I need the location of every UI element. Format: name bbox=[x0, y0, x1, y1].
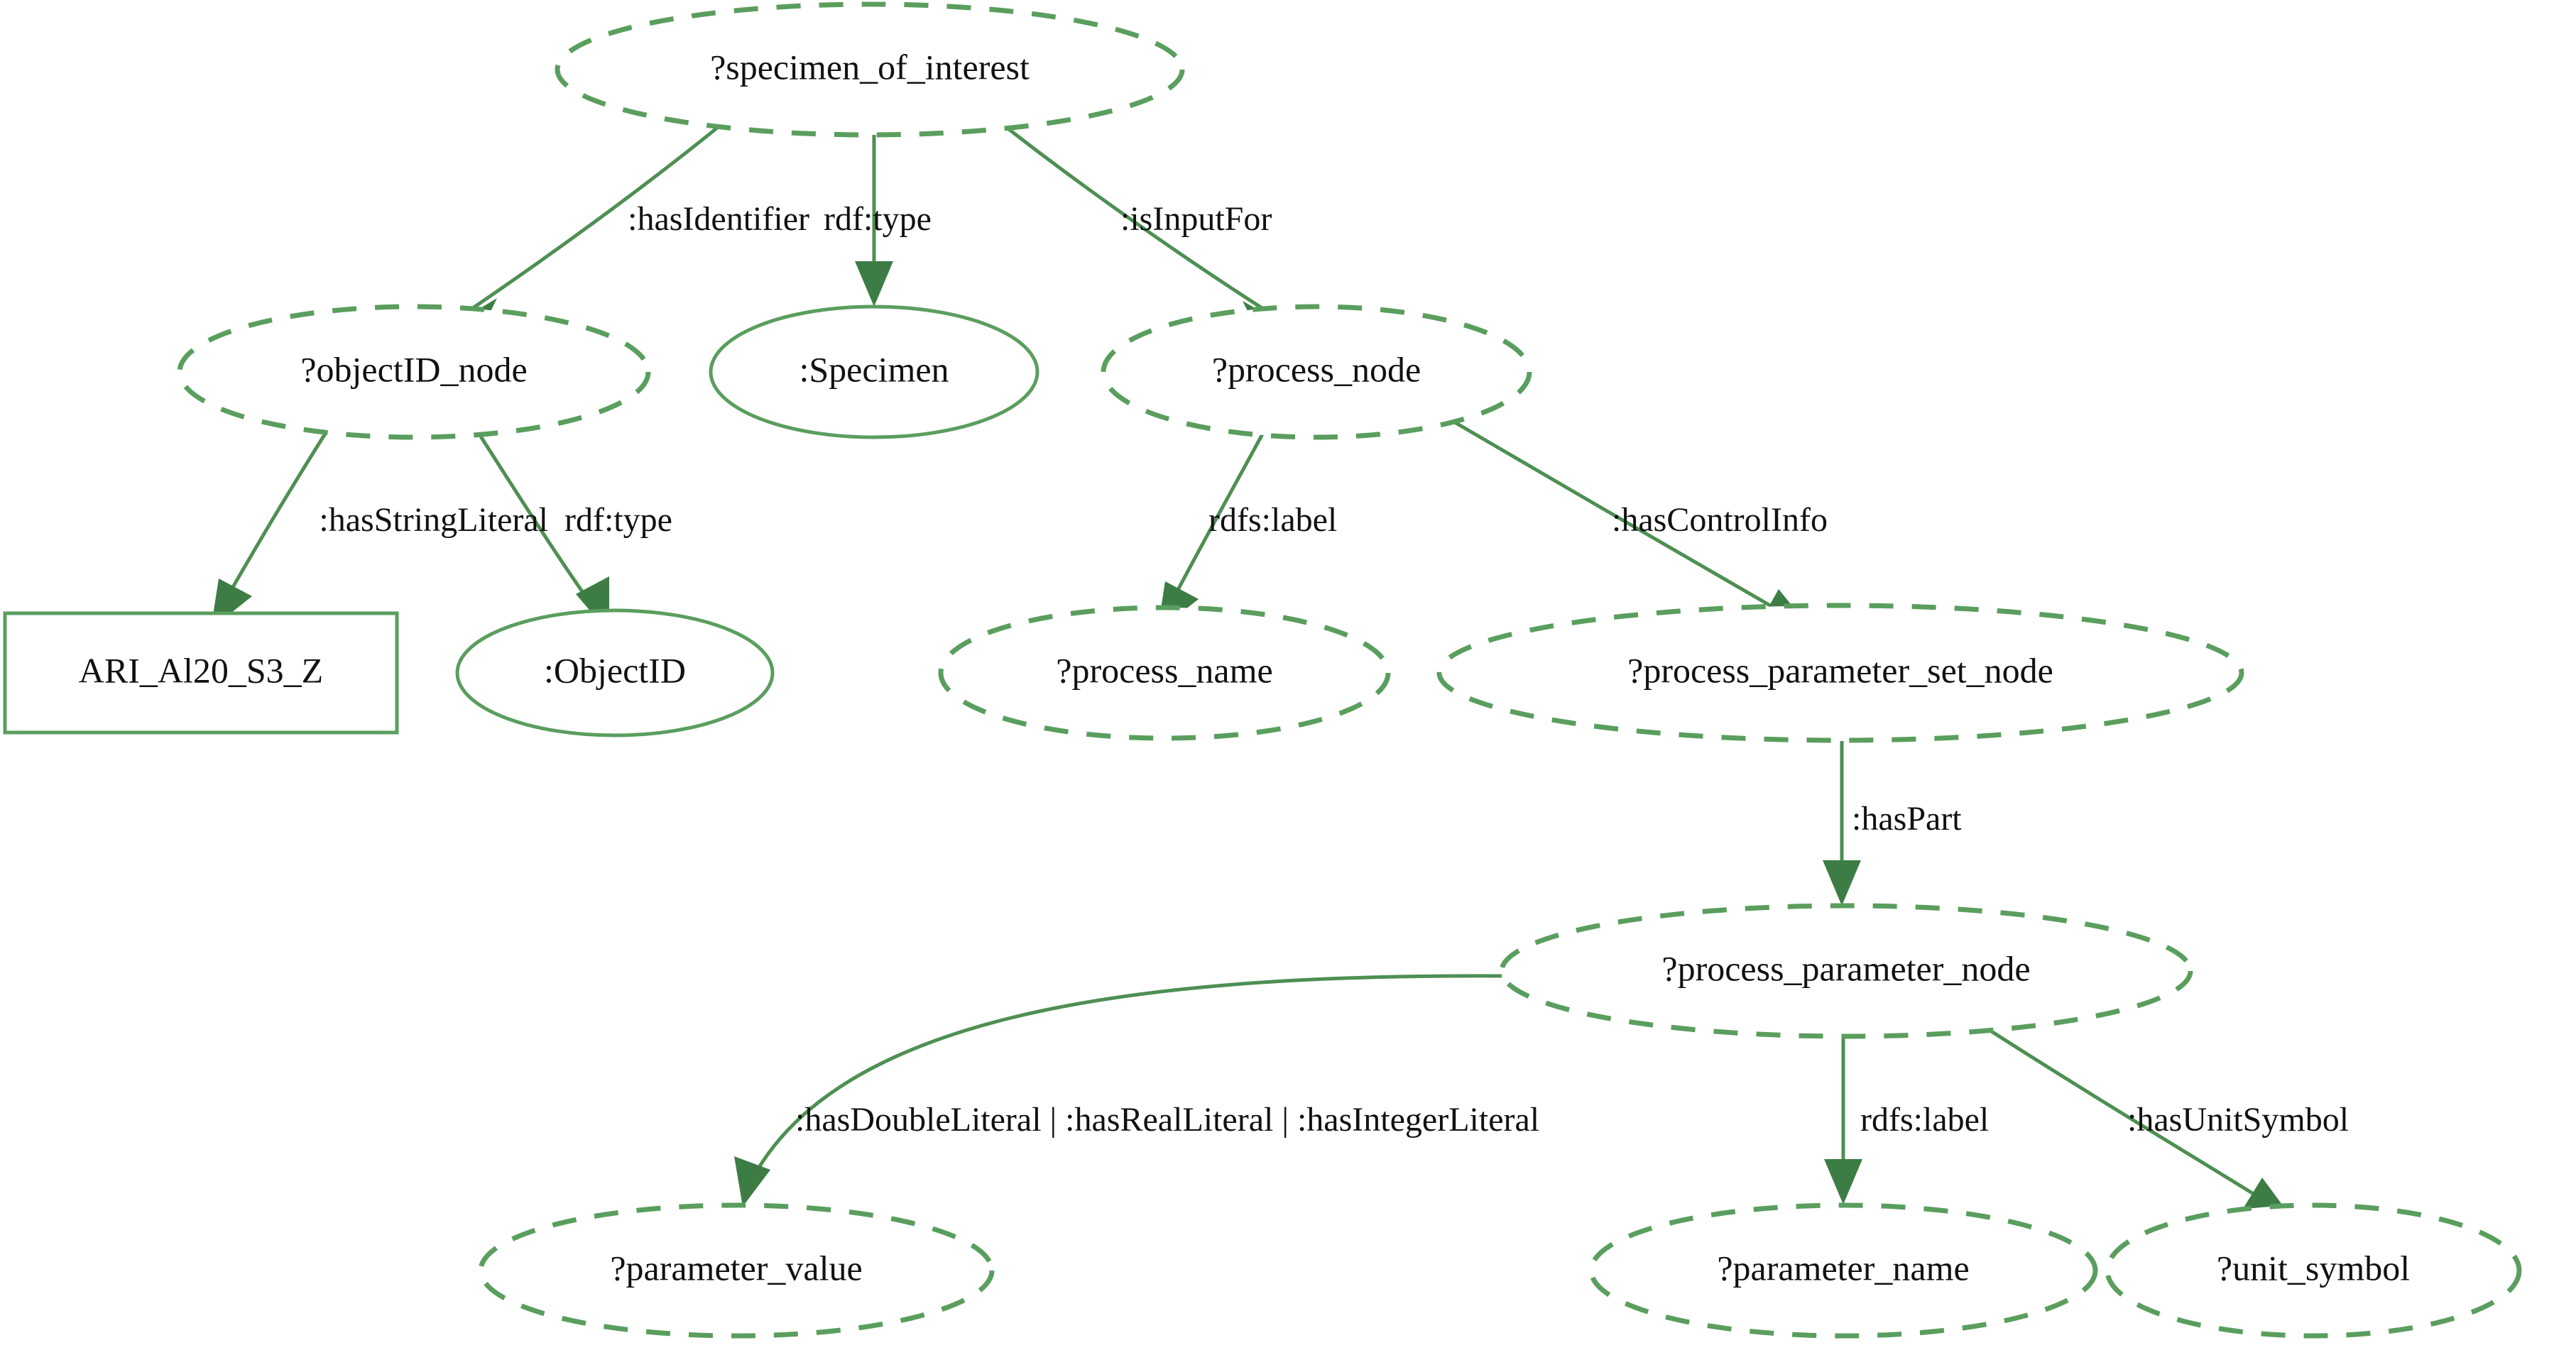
node-process-parameter-set-node[interactable]: ?process_parameter_set_node bbox=[1436, 603, 2244, 743]
node-parameter-value[interactable]: ?parameter_value bbox=[478, 1202, 995, 1339]
node-label: ?process_node bbox=[1212, 349, 1421, 389]
node-specimen-of-interest[interactable]: ?specimen_of_interest bbox=[555, 1, 1185, 138]
node-objectid-class[interactable]: :ObjectID bbox=[455, 608, 775, 737]
node-label: :ObjectID bbox=[544, 650, 686, 690]
edge-label-isInputFor: :isInputFor bbox=[1120, 200, 1272, 238]
edge-hasLiteral[interactable] bbox=[734, 974, 1502, 1207]
node-process-parameter-node[interactable]: ?process_parameter_node bbox=[1499, 903, 2193, 1039]
node-parameter-name[interactable]: ?parameter_name bbox=[1588, 1202, 2098, 1339]
edge-hasPart[interactable] bbox=[1823, 741, 1861, 906]
node-process-name[interactable]: ?process_name bbox=[938, 605, 1391, 741]
edge-labels-layer: :hasIdentifier rdf:type :isInputFor :has… bbox=[319, 200, 2349, 1139]
edge-label-hasIdentifier: :hasIdentifier bbox=[628, 200, 809, 238]
node-objectid-node[interactable]: ?objectID_node bbox=[177, 304, 651, 440]
node-label: ?specimen_of_interest bbox=[710, 47, 1030, 87]
node-label: ?parameter_name bbox=[1717, 1248, 1969, 1288]
node-label: ?process_parameter_set_node bbox=[1627, 650, 2053, 690]
edge-hasStringLiteral[interactable] bbox=[211, 424, 332, 629]
nodes-layer: ?specimen_of_interest ?objectID_node :Sp… bbox=[3, 1, 2522, 1339]
node-literal-ari[interactable]: ARI_Al20_S3_Z bbox=[3, 611, 399, 735]
edge-label-rdfs-label-parameter: rdfs:label bbox=[1860, 1101, 1989, 1139]
node-label: ?parameter_value bbox=[610, 1248, 862, 1288]
node-label: ?process_parameter_node bbox=[1661, 948, 2030, 988]
node-label: ?process_name bbox=[1056, 650, 1272, 690]
node-process-node[interactable]: ?process_node bbox=[1101, 304, 1532, 440]
edge-label-rdf-type-specimen: rdf:type bbox=[824, 200, 932, 238]
node-label: ?objectID_node bbox=[300, 349, 527, 389]
node-unit-symbol[interactable]: ?unit_symbol bbox=[2105, 1202, 2522, 1339]
edge-label-rdf-type-objectid: rdf:type bbox=[564, 501, 672, 539]
edge-rdfs-label-parameter[interactable] bbox=[1824, 1038, 1862, 1205]
node-specimen-class[interactable]: :Specimen bbox=[709, 305, 1039, 439]
edge-label-rdfs-label-process: rdfs:label bbox=[1208, 501, 1337, 539]
edge-label-hasStringLiteral: :hasStringLiteral bbox=[319, 501, 548, 539]
edge-label-hasControlInfo: :hasControlInfo bbox=[1612, 501, 1828, 539]
edge-label-hasPart: :hasPart bbox=[1852, 800, 1962, 838]
node-label: ARI_Al20_S3_Z bbox=[79, 650, 323, 690]
node-label: ?unit_symbol bbox=[2217, 1248, 2410, 1288]
edge-label-hasUnitSymbol: :hasUnitSymbol bbox=[2127, 1101, 2349, 1139]
edge-rdf-type-specimen[interactable] bbox=[855, 135, 893, 307]
edge-label-hasLiteral: :hasDoubleLiteral | :hasRealLiteral | :h… bbox=[795, 1101, 1539, 1139]
node-label: :Specimen bbox=[799, 349, 949, 389]
